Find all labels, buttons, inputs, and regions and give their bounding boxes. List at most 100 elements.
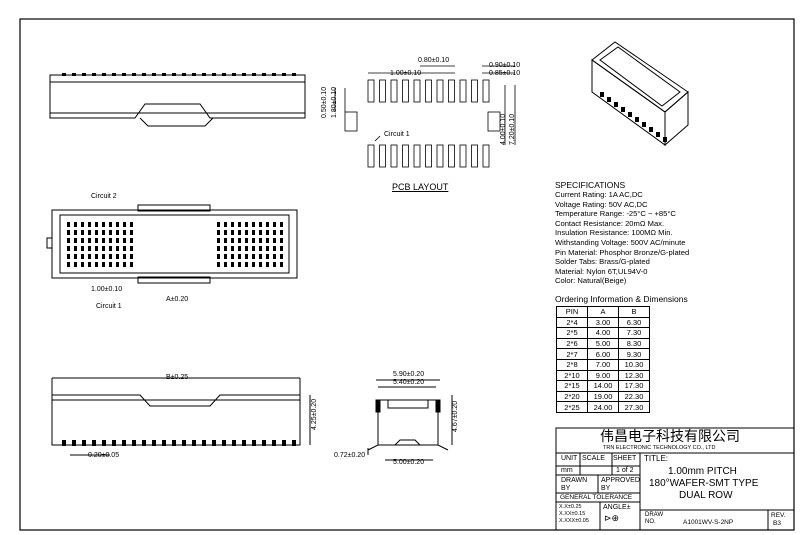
draw-no-label: DRAW NO. [645,512,664,525]
pin-foot [142,440,146,446]
side-width-540: 5.40±0.20 [393,379,425,386]
pcb-pad-bottom [448,144,455,168]
tolerance-3: X.XXX±0.05 [559,518,589,524]
contact-pin [266,222,269,227]
contact-pin [81,254,84,259]
contact-pin [259,254,262,259]
contact-pin [88,254,91,259]
table-cell: 9.30 [618,348,650,360]
spec-line: Material: Nylon 6T,UL94V-0 [555,266,648,276]
pcb-circuit1-label: Circuit 1 [384,131,410,138]
contact-pin [273,262,276,267]
contact-pin [74,238,77,243]
table-cell: 2*6 [556,337,588,350]
pin-foot [282,440,286,446]
contact-pin [81,222,84,227]
contact-pin [231,246,234,251]
pin-foot [202,440,206,446]
contact-pin [224,238,227,243]
pcb-pad-top [425,79,432,103]
pin-tip [292,73,296,76]
contact-pin [88,222,91,227]
contact-pin [116,230,119,235]
table-cell: PIN [556,306,588,318]
pin-foot [212,440,216,446]
spec-line: Solder Tabs: Brass/G-plated [555,257,650,267]
table-cell: 12.30 [618,369,650,382]
pin-tip [182,73,186,76]
iso-pin [621,107,625,112]
dim-720: 7.20±0.10 [509,113,516,145]
spec-line: Color: Natural(Beige) [555,276,627,286]
pin-tip [162,73,166,76]
contact-pin [217,262,220,267]
title-line-3: DUAL ROW [679,490,733,501]
contact-pin [88,230,91,235]
contact-pin [102,254,105,259]
spec-line: Voltage Rating: 50V AC,DC [555,199,648,209]
pcb-pad-bottom [471,144,478,168]
pin-foot [252,440,256,446]
contact-pin [280,230,283,235]
contact-pin [259,222,262,227]
table-cell: 22.30 [618,390,650,403]
contact-pin [88,238,91,243]
unit-label: UNIT [561,455,578,462]
contact-pin [88,262,91,267]
contact-pin [109,262,112,267]
contact-pin [273,246,276,251]
contact-pin [130,230,133,235]
contact-pin [252,238,255,243]
table-cell: 5.00 [587,337,619,350]
pcb-pad-bottom [367,144,375,168]
company-name-en: TRN ELECTRONIC TECHNOLOGY CO., LTD [603,445,716,451]
contact-pin [238,254,241,259]
contact-pin [81,262,84,267]
contact-pin [273,230,276,235]
contact-pin [231,238,234,243]
contact-pin [224,262,227,267]
pin-tip [82,73,86,76]
iso-pin [656,132,660,137]
contact-pin [81,238,84,243]
spec-line: Pin Material: Phosphor Bronze/G-plated [555,247,690,257]
contact-pin [67,254,70,259]
table-cell: 7.30 [618,327,650,339]
contact-pin [266,246,269,251]
contact-pin [245,246,248,251]
contact-pin [81,230,84,235]
contact-pin [280,222,283,227]
pcb-pad-bottom [436,144,444,168]
contact-pin [130,246,133,251]
pin-foot [132,440,136,446]
pin-tip [62,73,66,76]
contact-pin [67,230,70,235]
contact-pin [74,246,77,251]
contact-pin [116,246,119,251]
contact-pin [259,238,262,243]
iso-pin [614,102,618,107]
contact-pin [259,230,262,235]
contact-pin [231,254,234,259]
contact-pin [231,262,234,267]
contact-pin [109,254,112,259]
pcb-layout-heading: PCB LAYOUT [392,182,449,192]
pcb-pad-top [459,79,467,103]
pin-tip [72,73,76,76]
contact-pin [245,238,248,243]
pin-tip [262,73,266,76]
table-cell: 24.00 [587,401,619,413]
contact-pin [74,254,77,259]
contact-pin [123,262,126,267]
contact-pin [252,262,255,267]
contact-pin [252,254,255,259]
pin-foot [172,440,176,446]
dim-050: 0.50±0.10 [321,86,328,118]
sheet-value: 1 of 2 [616,467,634,474]
pin-foot [122,440,126,446]
pin-width-dim: 0.20±0.05 [88,452,120,459]
contact-pin [130,238,133,243]
